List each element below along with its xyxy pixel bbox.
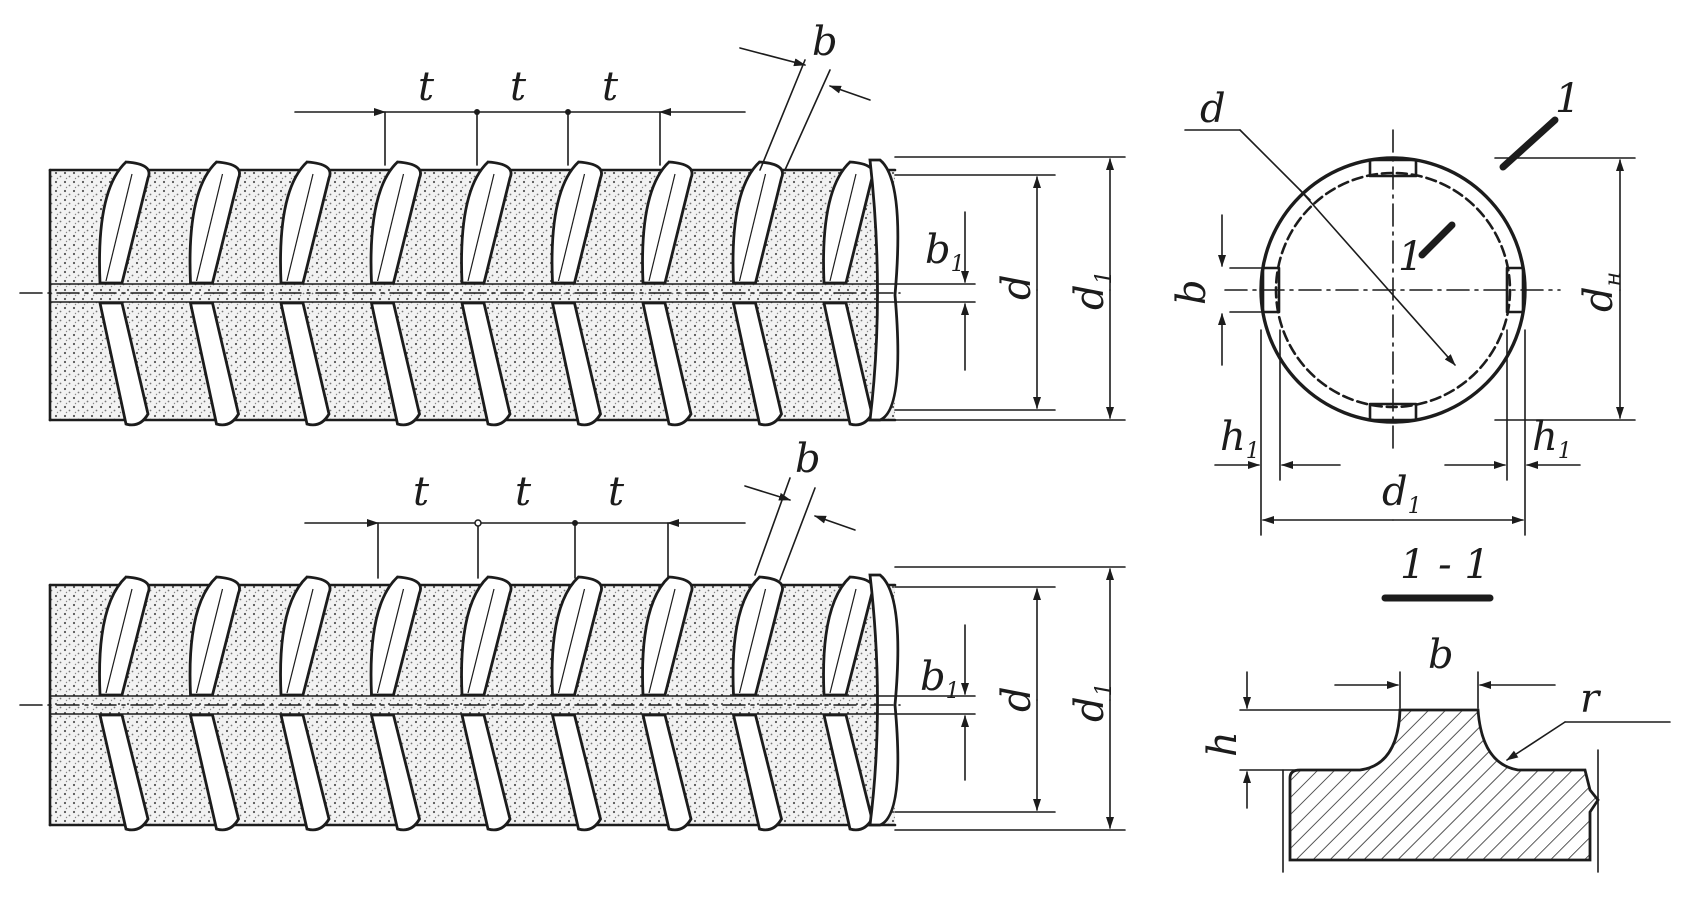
bottom-rebar-view (19, 573, 901, 832)
top-rebar-view (19, 158, 901, 427)
top-longitudinal-rib-label: b1 (925, 227, 965, 277)
section-title: 1 - 1 (1400, 542, 1490, 588)
top-rib-upper (369, 160, 422, 285)
top-pitch-dimension: t t t (294, 64, 746, 166)
bottom-rebar-ribs (98, 573, 900, 832)
top-rib-upper (822, 160, 875, 285)
bottom-pitch-label-2: t (515, 469, 532, 515)
bottom-rib-lower (460, 713, 512, 832)
bottom-rib-upper (98, 575, 151, 697)
bottom-rib-lower (550, 713, 602, 832)
top-pitch-label-1: t (418, 64, 435, 110)
bottom-rib-upper (550, 575, 603, 697)
bottom-rib-upper (460, 575, 513, 697)
rib-profile-height-label: h (1200, 731, 1246, 757)
bottom-rib-shade (738, 588, 767, 694)
top-side-dimensions: d d1 b1 (894, 156, 1126, 421)
cross-section-rib-width-label: b (1169, 279, 1215, 305)
bottom-rib-lower (98, 713, 150, 832)
cross-section-diameter-label: d (1200, 86, 1226, 132)
top-rib-shade (376, 173, 405, 282)
top-rib-upper (550, 160, 603, 285)
top-rib-width-label: b (812, 19, 838, 65)
cross-section-rib-height-label-left: h1 (1220, 414, 1260, 464)
top-rib-lower (279, 301, 331, 427)
bottom-pitch-label-1: t (413, 469, 430, 515)
top-rib-lower (550, 301, 602, 427)
top-rib-shade (648, 173, 676, 282)
top-rib-lower (641, 301, 693, 427)
top-rib-shade (286, 173, 314, 282)
bottom-pitch-label-3: t (608, 469, 625, 515)
top-rib-lower (188, 301, 240, 427)
bottom-rib-lower (731, 713, 783, 832)
bottom-rib-upper (731, 575, 784, 697)
top-pitch-label-3: t (602, 64, 619, 110)
bottom-rib-lower (641, 713, 693, 832)
top-rib-upper (98, 160, 151, 285)
bottom-rib-upper (279, 575, 332, 697)
bottom-longitudinal-rib-label: b1 (920, 654, 960, 704)
top-rib-upper (279, 160, 332, 285)
top-rib-upper (460, 160, 513, 285)
top-rib-upper (731, 160, 784, 285)
top-rebar-ribs (98, 158, 900, 427)
top-end-cap (868, 158, 900, 422)
top-rib-shade (105, 173, 133, 282)
cross-section-outer-diameter-label: d1 (1382, 469, 1422, 519)
top-rib-shade (557, 173, 586, 282)
bottom-rib-upper (641, 575, 694, 697)
section-cut-label-upper: 1 (1555, 76, 1580, 122)
cross-section-nominal-diameter-label: dн (1576, 272, 1626, 312)
bottom-rib-width-label: b (795, 436, 821, 482)
bottom-outer-diameter-label: d1 (1067, 682, 1117, 722)
bottom-rib-shade (195, 588, 224, 694)
top-rib-width-dimension: b (739, 19, 871, 171)
top-rib-lower (369, 301, 421, 427)
bottom-pitch-dimension: t t t (304, 469, 746, 579)
section-cut-label-center: 1 (1398, 234, 1423, 280)
top-rib-shade (467, 173, 495, 282)
bottom-end-cap (868, 573, 900, 827)
top-pitch-label-2: t (510, 64, 527, 110)
bottom-rib-upper (188, 575, 241, 697)
bottom-rib-shade (648, 588, 676, 694)
top-rib-shade (738, 173, 767, 282)
bottom-rib-shade (557, 588, 586, 694)
rib-profile-hatched (1288, 708, 1600, 862)
top-rib-upper (188, 160, 241, 285)
top-outer-diameter-label: d1 (1067, 270, 1117, 310)
top-rib-shade (829, 173, 857, 282)
bottom-core-diameter-label: d (994, 686, 1040, 712)
section-cut-mark-center (1418, 221, 1456, 259)
bottom-rib-lower (188, 713, 240, 832)
top-rib-shade (195, 173, 224, 282)
top-rib-lower (731, 301, 783, 427)
bottom-rib-shade (467, 588, 495, 694)
section-cut-mark-upper (1499, 116, 1559, 171)
cross-section-view: d 1 1 b dн d1 h1 h1 1 - 1 (1169, 76, 1636, 602)
rib-profile-detail: b h r (1200, 632, 1671, 873)
bottom-rib-shade (105, 588, 133, 694)
bottom-rib-upper (369, 575, 422, 697)
bottom-rib-shade (829, 588, 857, 694)
bottom-rib-lower (279, 713, 331, 832)
top-core-diameter-label: d (994, 274, 1040, 300)
bottom-rib-shade (376, 588, 405, 694)
bottom-rib-lower (369, 713, 421, 832)
rib-profile-radius-label: r (1580, 676, 1602, 722)
top-rib-lower (460, 301, 512, 427)
bottom-side-dimensions: d d1 b1 (894, 566, 1126, 831)
bottom-rib-width-dimension: b (744, 436, 856, 581)
rib-profile-width-label: b (1428, 632, 1454, 678)
top-rib-lower (98, 301, 150, 427)
bottom-rib-upper (822, 575, 875, 697)
top-rib-upper (641, 160, 694, 285)
bottom-rib-shade (286, 588, 314, 694)
cross-section-rib-height-label-right: h1 (1532, 414, 1572, 464)
